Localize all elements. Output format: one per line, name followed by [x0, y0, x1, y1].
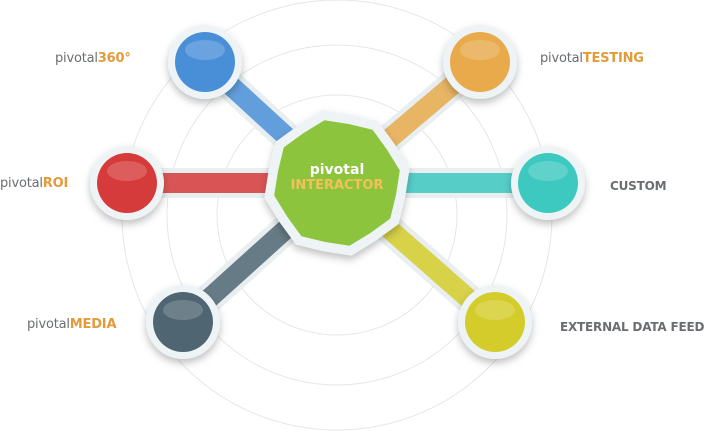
label-pivotal-media: pivotalMEDIA: [27, 317, 117, 332]
center-label: pivotal INTERACTOR: [290, 162, 384, 193]
label-pivotal360: pivotal360°: [55, 51, 131, 66]
label-custom: CUSTOM: [610, 179, 667, 193]
label-pivotal-testing: pivotalTESTING: [540, 51, 644, 66]
node-custom: [511, 146, 585, 220]
label-pivotal-roi: pivotalROI: [0, 176, 69, 191]
node-roi: [90, 146, 164, 220]
node-external-data-feeds: [458, 285, 532, 359]
node-360: [168, 25, 242, 99]
center-hub: [264, 110, 410, 256]
node-media: [146, 285, 220, 359]
node-testing: [443, 25, 517, 99]
label-external-data-feeds: EXTERNAL DATA FEEDS: [560, 320, 704, 334]
